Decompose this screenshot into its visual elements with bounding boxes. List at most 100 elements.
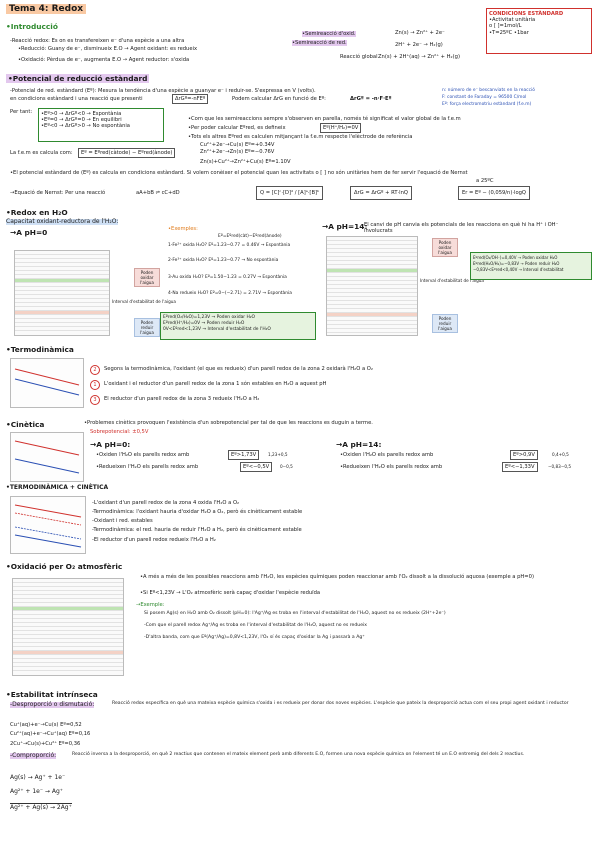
water-examples: •Exemples: (168, 226, 198, 232)
intro-eq: Zn(s) + 2H⁺(aq) → Zn²⁺ + H₂(g) (378, 54, 460, 60)
intro-eq: Zn(s) → Zn²⁺ + 2e⁻ (395, 30, 445, 36)
standard-conditions-line: •Activitat unitària (489, 17, 536, 24)
thermo-line: El reductor d'un parell redox de la zona… (104, 396, 260, 402)
thermo-heading: •Termodinàmica (6, 345, 74, 354)
potential-heading: •Potencial de reducció estàndard (6, 74, 150, 83)
water-tag-oxidize: Poden oxidar l'aigua (134, 268, 160, 287)
water-example-header: Eº=Eºred(càt)−Eºred(ànode) (218, 234, 282, 239)
kinetics-red-ph0: •Redueixen l'H₂O els parells redox amb (96, 464, 199, 470)
water-example: 2-Fe³⁺ oxida H₂O? Eº=1.23−0.77 → No espo… (168, 258, 279, 263)
thermo-line: L'oxidant i el reductor d'un parell redo… (104, 381, 327, 387)
nernst-dg-formula: ΔrG = ΔrGº + RT·lnQ (350, 186, 412, 201)
thermo-graph-lines (14, 368, 80, 396)
water-example: 4-Na redueix H₂O? Eº=0−(−2.71) = 2.71V →… (168, 291, 292, 296)
atmos-example-label: →Exemple: (136, 602, 165, 608)
potential-case: •Eº<0 → ΔrGº>0 → No espontània (41, 123, 130, 130)
kinetics-graph-lines (14, 440, 80, 474)
water-ph14: →A pH=14: (322, 222, 368, 231)
kinetics-ph0: →A pH=0: (90, 440, 131, 449)
water-summary-line: Eºred(H₂O/H₂)=−0,83V → Poden reduir H₂O (473, 261, 560, 266)
thermo-line: Segons la termodinàmica, l'oxidant (el q… (104, 366, 373, 372)
water-example: 1-Fe²⁺ oxida H₂O? Eº=1.23−0.77 = 0.46V →… (168, 243, 291, 248)
stability-compro-text: Reacció inversa a la desproporció, en qu… (72, 752, 525, 757)
water-summary-line: Eºred(O₂/H₂O)=1,23V → Poden oxidar H₂O (163, 315, 256, 320)
atmos-example: Si posem Ag(s) en H₂O amb O₂ dissolt (pH… (144, 611, 446, 616)
standard-conditions-heading: CONDICIONS ESTÀNDARD (489, 11, 564, 17)
atmos-example: -D'altra banda, com que Eº(Ag⁺/Ag)=0,8V<… (144, 635, 365, 640)
water-summary-line: Eºred(O₂/OH⁻)=0,40V → Poden oxidar H₂O (473, 255, 558, 260)
standard-conditions-box: CONDICIONS ESTÀNDARD •Activitat unitària… (486, 8, 592, 54)
kinetics-note: 1,23+0,5 (268, 452, 288, 457)
kinetics-note: −0,83−0,5 (548, 464, 572, 469)
potential-legend: F: constant de Faraday = 96500 C/mol (442, 95, 527, 100)
thermo-kin-heading: •TERMODINÀMICA + CINÈTICA (6, 484, 109, 491)
water-summary-line: −0,83V<Eºred<0,40V → Interval d'estabili… (473, 267, 564, 272)
atmos-table (12, 578, 124, 676)
potential-semi: •Com que les semireaccions sempre s'obse… (188, 116, 461, 122)
kinetics-graph (10, 432, 84, 482)
water-tag-stability: Interval d'estabilitat de l'aigua (420, 278, 484, 283)
stability-compro: -Comproporció: (10, 752, 57, 760)
potential-h-box: Eº(H⁺/H₂)=0V (320, 123, 362, 134)
kinetics-note: 0−0,5 (280, 464, 293, 469)
water-summary-line: 0V<Eºred<1,23V → Interval d'estabilitat … (163, 327, 271, 332)
atmos-line: •Si Eº<1,23V → L'O₂ atmosfèric serà capa… (140, 590, 321, 596)
kinetics-note: 0,4+0,5 (552, 452, 569, 457)
potential-semi: •Per poder calcular Eºred, es defineix (188, 125, 286, 131)
kinetics-heading: •Cinètica (6, 420, 45, 429)
thermo-number: 3 (90, 395, 100, 405)
stability-eq: Ag(s) → Ag⁺ + 1e⁻ (10, 774, 66, 781)
water-heading: •Redox en H₂O (6, 208, 68, 217)
water-tag-stability: Interval d'estabilitat de l'aigua (112, 299, 176, 304)
thermo-number: 1 (90, 380, 100, 390)
thermo-kin-line: -Oxidant i red. estables (92, 518, 153, 524)
potential-case: •Eº=0 → ΔrGº=0 → En equilibri (41, 117, 122, 124)
stability-dispro-text: Reacció redox específica en què una mate… (112, 701, 569, 706)
potential-formula: ΔrGº = -n·F·Eº (350, 96, 392, 102)
water-tag-oxidize: Poden oxidar l'aigua (432, 238, 458, 257)
kinetics-box: Eº<−0,5V (240, 462, 273, 473)
intro-semi-red: •Semireacció de red. (292, 40, 347, 47)
nernst-formula: Er = Eº − (0,059/n)·logQ (458, 186, 530, 201)
water-summary-line: Eºred(H⁺/H₂)=0V → Poden reduir H₂O (163, 321, 245, 326)
water-ph14-summary: Eºred(O₂/OH⁻)=0,40V → Poden oxidar H₂O E… (470, 252, 592, 280)
kinetics-ox-ph0: •Oxiden l'H₂O els parells redox amb (96, 452, 190, 458)
potential-fem-formula: Eº = Eºred(càtode) − Eºred(ànode) (78, 148, 176, 159)
potential-text: en condicions estàndard i una reacció qu… (10, 96, 143, 102)
stability-heading: •Estabilitat intrínseca (6, 690, 98, 699)
intro-oxidation: •Oxidació: Pèrdua de e⁻, augmenta E.O → … (18, 57, 190, 63)
atmos-example: -Com que el parell redox Ag⁺/Ag es troba… (144, 623, 368, 628)
stability-eq: Ag²⁺ + 1e⁻ → Ag⁺ (10, 788, 63, 795)
atmos-line: •A més a més de les possibles reaccions … (140, 574, 534, 580)
potential-text: Podem calcular ΔrG en funció de Eº: (232, 96, 326, 102)
nernst-reaction: aA+bB ⇌ cC+dD (136, 190, 180, 196)
intro-semi-ox: •Semireacció d'oxid. (302, 31, 356, 38)
thermo-kin-graph (10, 496, 86, 554)
potential-eq: Cu²⁺+2e⁻→Cu(s) Eº=+0.34V (200, 142, 275, 148)
potential-case: •Eº>0 → ΔrGº<0 → Espontània (41, 111, 122, 117)
intro-redox-reaction: -Reacció redox: Es on es transfereixen e… (10, 38, 185, 44)
intro-global: Reacció global (340, 54, 378, 60)
stability-eq: Cu⁺(aq)+e⁻→Cu(s) Eº=0,52 (10, 722, 82, 728)
potential-fem-label: La f.e.m es calcula com: (10, 150, 73, 156)
potential-nonstandard: •El potencial estàndard de (Eº) es calcu… (10, 170, 468, 176)
water-ph0-summary: Eºred(O₂/H₂O)=1,23V → Poden oxidar H₂O E… (160, 312, 316, 340)
stability-eq: 2Cu⁺→Cu(s)+Cu²⁺ Eº=0,36 (10, 741, 81, 747)
kinetics-ox-ph14: •Oxiden l'H₂O els parells redox amb (340, 452, 434, 458)
water-subheading: Capacitat oxidant-reductora de l'H₂O: (6, 218, 119, 226)
nernst-label: →Equació de Nernst: Per una reacció (10, 190, 106, 196)
reduction-potential-table-ph14 (326, 236, 418, 336)
potential-eq: Zn²⁺+2e⁻→Zn(s) Eº=−0.76V (200, 149, 275, 155)
water-tag-reduce: Poden reduir l'aigua (432, 314, 458, 333)
kinetics-box: Eº>0,9V (510, 450, 538, 461)
kinetics-line: •Problemes cinètics provoquen l'existènc… (84, 420, 373, 426)
water-ph14-text: El canvi de pH canvia els potencials de … (364, 222, 559, 235)
kinetics-ph14: →A pH=14: (336, 440, 382, 449)
water-example: 3-Au oxida H₂O? Eº=1.50−1.23 = 0.27V → E… (168, 275, 287, 280)
standard-conditions-line: o [ ]=1mol/L (489, 23, 522, 30)
atmos-heading: •Oxidació per O₂ atmosfèric (6, 562, 123, 571)
thermo-number: 2 (90, 365, 100, 375)
stability-dispro: -Desproporció o dismutació: (10, 701, 95, 709)
thermo-kin-graph-lines (14, 504, 82, 548)
potential-cases-box: •Eº>0 → ΔrGº<0 → Espontània •Eº=0 → ΔrGº… (38, 108, 164, 142)
